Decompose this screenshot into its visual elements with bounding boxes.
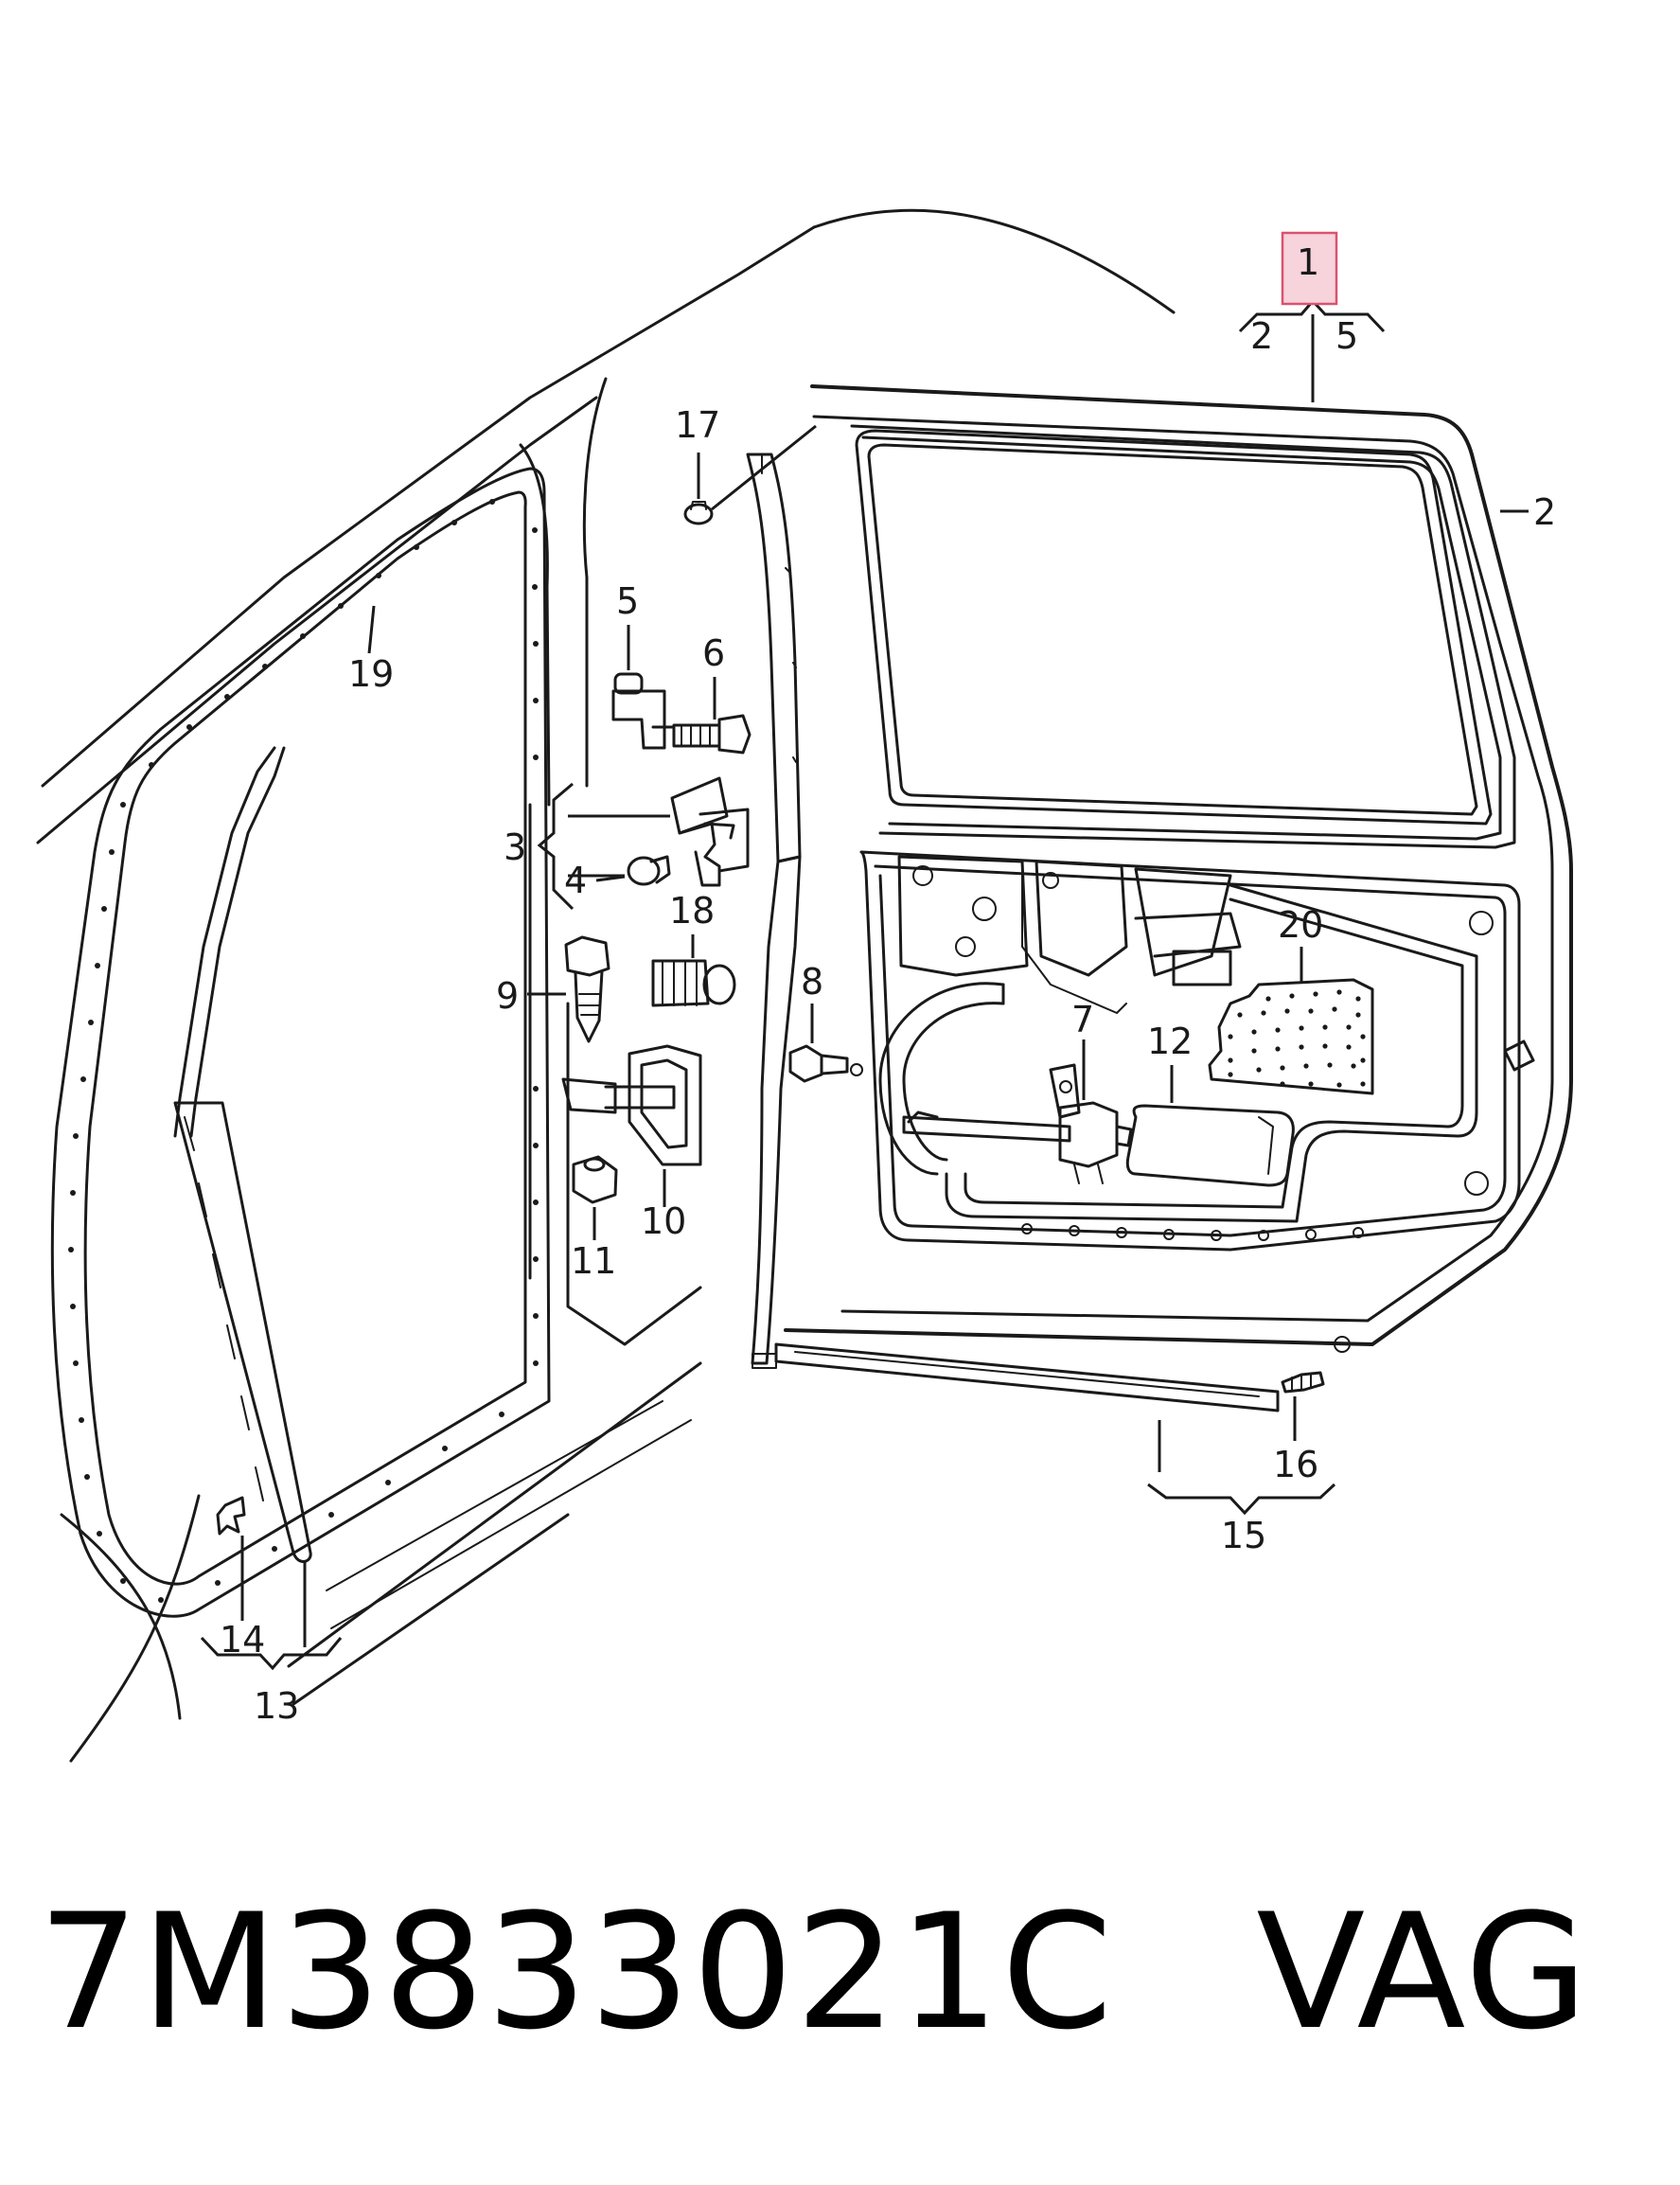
clip-14 [216, 1496, 246, 1536]
callout-9[interactable]: 9 [496, 975, 519, 1017]
bolt-9 [564, 935, 610, 1043]
callout-18[interactable]: 18 [669, 890, 715, 932]
door-seal-19 [50, 467, 551, 1618]
hinge-assembly-3 [670, 776, 750, 887]
callout-19[interactable]: 19 [348, 653, 394, 695]
callout-20[interactable]: 20 [1278, 904, 1323, 946]
callout-14[interactable]: 14 [220, 1619, 265, 1661]
nut-11 [572, 1155, 618, 1204]
callout-15[interactable]: 15 [1221, 1515, 1266, 1556]
callout-10[interactable]: 10 [641, 1200, 686, 1242]
callout-6[interactable]: 6 [702, 632, 725, 674]
callout-2[interactable]: 2 [1533, 491, 1556, 533]
callout-7[interactable]: 7 [1071, 999, 1094, 1040]
bolt-6 [672, 714, 752, 755]
parts-diagram: 1 2 5 2 17 5 6 19 3 4 18 9 8 7 12 20 10 … [36, 208, 1573, 1763]
callout-5[interactable]: 5 [616, 580, 639, 622]
stop-bracket-10 [561, 1044, 702, 1166]
nut-18 [651, 959, 736, 1007]
callout-2-top[interactable]: 2 [1250, 315, 1273, 357]
callout-4[interactable]: 4 [564, 860, 587, 901]
sill-strip-15 [774, 1342, 1280, 1412]
callout-1[interactable]: 1 [1297, 241, 1319, 283]
callout-3[interactable]: 3 [504, 826, 526, 868]
part-number: 7M3833021C [38, 1879, 1115, 2065]
rear-door-1 [746, 384, 1573, 1369]
callout-13[interactable]: 13 [254, 1685, 299, 1727]
clip-16 [1281, 1336, 1351, 1394]
door-handle-12 [1125, 1104, 1295, 1187]
callout-17[interactable]: 17 [675, 404, 720, 446]
callout-11[interactable]: 11 [571, 1240, 616, 1282]
part-caption: 7M3833021C VAG [38, 1879, 1590, 2065]
callout-8[interactable]: 8 [801, 961, 823, 1003]
callout-16[interactable]: 16 [1273, 1444, 1318, 1485]
damping-pad-20 [1208, 978, 1374, 1095]
door-check-7 [902, 1063, 1133, 1184]
highlight-box [1281, 231, 1338, 306]
brand-label: VAG [1256, 1879, 1590, 2065]
nut-4 [627, 855, 671, 886]
plug-17 [683, 501, 714, 525]
leader-lines [200, 286, 1529, 1671]
callout-5-top[interactable]: 5 [1335, 315, 1358, 357]
callout-12[interactable]: 12 [1147, 1021, 1193, 1062]
pillar-strip-13 [173, 746, 312, 1563]
bolt-8 [788, 1044, 849, 1083]
hinge-5 [611, 672, 676, 750]
